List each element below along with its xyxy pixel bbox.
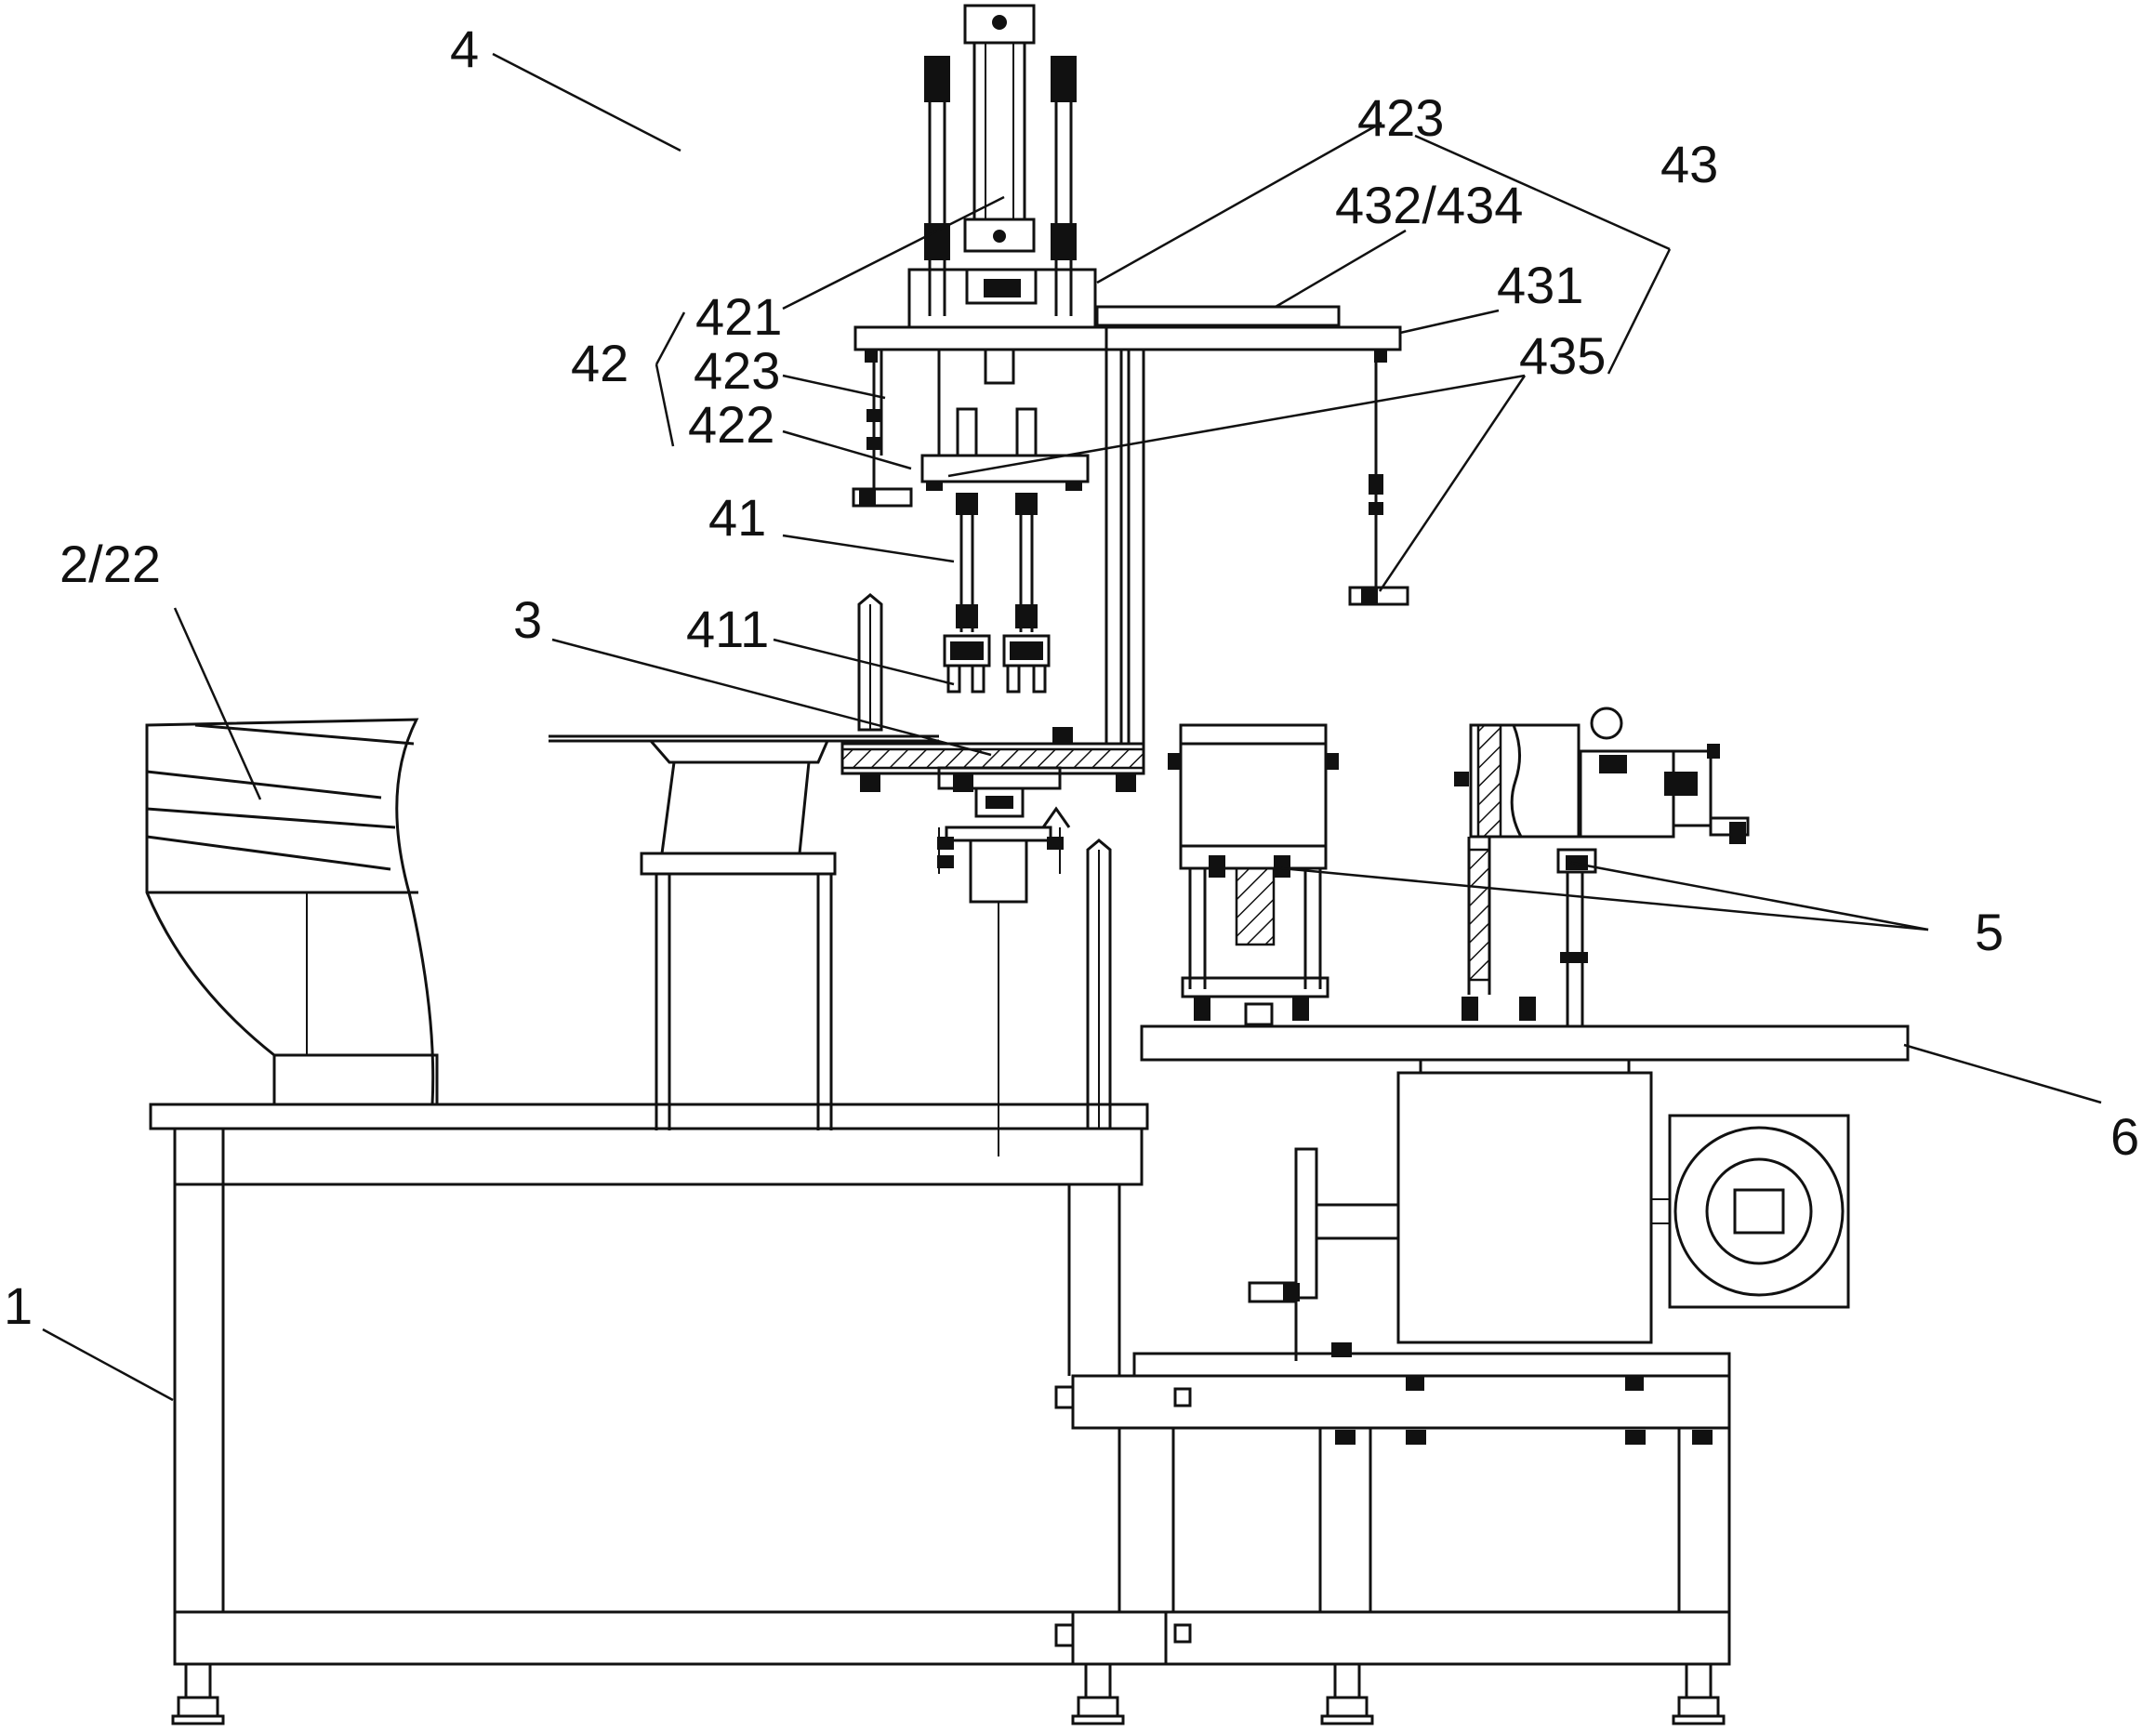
label-432-434: 432/434 [1335, 176, 1523, 234]
press-head [852, 4, 1409, 744]
label-43: 43 [1660, 135, 1718, 193]
label-41: 41 [708, 488, 766, 547]
leader-lines [42, 52, 2102, 1402]
label-2-22: 2/22 [60, 535, 161, 593]
label-421: 421 [695, 287, 782, 346]
part-labels: 4 423 43 432/434 421 431 42 423 435 422 … [4, 20, 2139, 1335]
label-423-top: 423 [1357, 88, 1444, 147]
label-42: 42 [571, 334, 628, 392]
label-411: 411 [686, 600, 769, 658]
label-435: 435 [1519, 326, 1606, 385]
bowl-feeder [145, 718, 439, 1106]
station-right [1454, 707, 1750, 1026]
label-4: 4 [450, 20, 479, 78]
label-1: 1 [4, 1276, 33, 1335]
label-423: 423 [694, 341, 780, 400]
main-frame [149, 1103, 1168, 1725]
linear-feeder [549, 593, 1112, 1130]
station-left [1168, 723, 1339, 1026]
turntable [840, 727, 1145, 1156]
label-5: 5 [1975, 903, 2004, 961]
label-422: 422 [688, 395, 774, 454]
second-table [1054, 1024, 1910, 1725]
label-3: 3 [513, 590, 542, 649]
label-6: 6 [2110, 1107, 2139, 1166]
label-431: 431 [1497, 256, 1583, 314]
